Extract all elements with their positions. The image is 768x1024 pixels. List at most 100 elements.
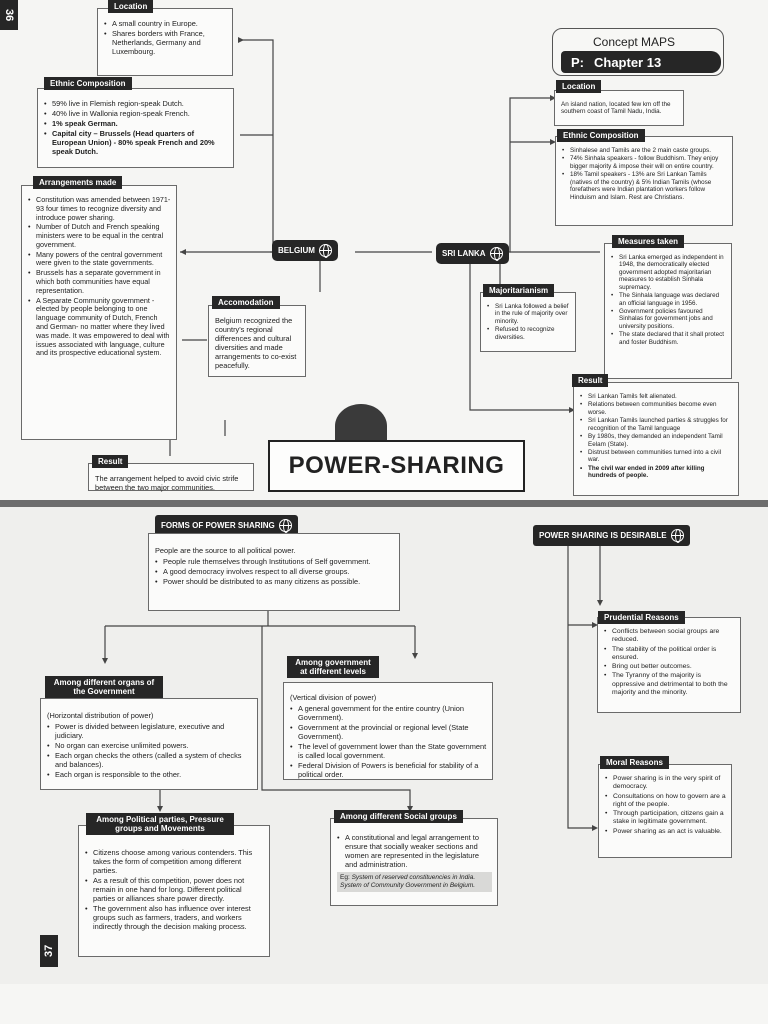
srilanka-location-text: An island nation, located few km off the… — [561, 101, 671, 116]
srilanka-measures-item: The Sinhala language was declared an off… — [611, 292, 726, 307]
globe-icon — [278, 519, 292, 533]
social-example: System of reserved constituencies in Ind… — [351, 874, 476, 882]
forms-node: FORMS OF POWER SHARING — [155, 515, 298, 536]
forms-item: Power should be distributed to as many c… — [155, 577, 394, 586]
social-tag: Among different Social groups — [334, 810, 463, 823]
srilanka-result-item: The civil war ended in 2009 after killin… — [580, 465, 733, 480]
organs-item: No organ can exercise unlimited powers. — [47, 741, 252, 750]
forms-item: People rule themselves through Instituti… — [155, 557, 394, 566]
srilanka-measures-item: Sri Lanka emerged as independent in 1948… — [611, 254, 726, 291]
srilanka-result-item: Distrust between communities turned into… — [580, 449, 733, 464]
levels-tag: Among government at different levels — [287, 656, 379, 679]
srilanka-location-box: An island nation, located few km off the… — [554, 90, 684, 126]
organs-box: (Horizontal distribution of power) Power… — [40, 698, 258, 790]
globe-icon — [489, 247, 503, 261]
belgium-arrangement-item: Brussels has a separate government in wh… — [28, 268, 171, 295]
srilanka-result-item: Sri Lankan Tamils felt alienated. — [580, 393, 733, 401]
moral-tag: Moral Reasons — [600, 756, 669, 769]
parties-item: As a result of this competition, power d… — [85, 876, 264, 903]
page-margin — [0, 984, 768, 1024]
concept-maps-header: Concept MAPS P: Chapter 13 — [552, 28, 724, 76]
srilanka-majoritarianism-tag: Majoritarianism — [483, 284, 555, 297]
belgium-arrangements-tag: Arrangements made — [33, 176, 123, 189]
main-title-box: POWER-SHARING — [268, 440, 525, 492]
forms-item: A good democracy involves respect to all… — [155, 567, 394, 576]
parties-tag: Among Political parties, Pressure groups… — [86, 813, 234, 836]
srilanka-result-item: Relations between communities become eve… — [580, 401, 733, 416]
belgium-ethnic-item: 1% speak German. — [44, 119, 228, 128]
globe-icon — [670, 529, 684, 543]
srilanka-result-item: Sri Lankan Tamils launched parties & str… — [580, 417, 733, 432]
prudential-item: Conflicts between social groups are redu… — [604, 628, 735, 645]
srilanka-location-tag: Location — [556, 80, 602, 93]
moral-item: Power sharing as an act is valuable. — [605, 828, 726, 837]
belgium-result-tag: Result — [92, 455, 129, 468]
prudential-box: Conflicts between social groups are redu… — [597, 617, 741, 713]
srilanka-measures-box: Sri Lanka emerged as independent in 1948… — [604, 243, 732, 379]
levels-box: (Vertical division of power) A general g… — [283, 682, 493, 780]
belgium-accomodation-text: Belgium recognized the country's regiona… — [215, 316, 297, 371]
srilanka-majoritarianism-item: Sri Lanka followed a belief in the rule … — [487, 303, 570, 325]
srilanka-node-label: SRI LANKA — [442, 249, 486, 258]
srilanka-result-box: Sri Lankan Tamils felt alienated. Relati… — [573, 382, 739, 496]
desirable-node: POWER SHARING IS DESIRABLE — [533, 525, 690, 546]
chapter-title: Chapter 13 — [594, 54, 662, 70]
srilanka-majoritarianism-item: Refused to recognize diversities. — [487, 326, 570, 341]
belgium-location-item: Shares borders with France, Netherlands,… — [104, 29, 227, 56]
belgium-ethnic-box: 59% live in Flemish region-speak Dutch. … — [37, 88, 234, 168]
moral-box: Power sharing is in the very spirit of d… — [598, 764, 732, 858]
prudential-item: The stability of the political order is … — [604, 646, 735, 663]
globe-icon — [318, 244, 332, 258]
belgium-ethnic-item: 40% live in Wallonia region-speak French… — [44, 109, 228, 118]
organs-tag: Among different organs of the Government — [45, 676, 163, 699]
srilanka-ethnic-item: 74% Sinhala speakers - follow Buddhism. … — [562, 155, 727, 170]
social-example-label: Eg: — [340, 874, 350, 882]
parties-item: The government also has influence over i… — [85, 904, 264, 931]
organs-heading: (Horizontal distribution of power) — [47, 711, 154, 720]
prudential-tag: Prudential Reasons — [598, 611, 685, 624]
organs-item: Power is divided between legislature, ex… — [47, 722, 252, 740]
belgium-arrangements-box: Constitution was amended between 1971-93… — [21, 185, 177, 440]
belgium-ethnic-tag: Ethnic Composition — [44, 77, 132, 90]
belgium-result-text: The arrangement helped to avoid civic st… — [95, 474, 239, 493]
belgium-location-tag: Location — [108, 0, 154, 13]
parties-item: Citizens choose among various contenders… — [85, 848, 264, 875]
belgium-ethnic-item: 59% live in Flemish region-speak Dutch. — [44, 99, 228, 108]
page-number-bottom: 37 — [40, 935, 58, 967]
belgium-arrangement-item: Number of Dutch and French speaking mini… — [28, 222, 171, 249]
levels-item: Federal Division of Powers is beneficial… — [290, 761, 487, 779]
forms-node-label: FORMS OF POWER SHARING — [161, 521, 275, 530]
srilanka-ethnic-item: 18% Tamil speakers - 13% are Sri Lankan … — [562, 171, 727, 201]
belgium-node: BELGIUM — [272, 240, 338, 261]
page-gutter — [0, 500, 768, 507]
srilanka-ethnic-box: Sinhalese and Tamils are the 2 main cast… — [555, 136, 733, 226]
organs-item: Each organ is responsible to the other. — [47, 770, 252, 779]
chapter-prefix: P: — [571, 54, 584, 70]
desirable-node-label: POWER SHARING IS DESIRABLE — [539, 531, 667, 540]
belgium-arrangement-item: A Separate Community government - electe… — [28, 296, 171, 358]
levels-item: A general government for the entire coun… — [290, 704, 487, 722]
srilanka-measures-tag: Measures taken — [612, 235, 685, 248]
main-title: POWER-SHARING — [288, 452, 505, 479]
srilanka-result-item: By 1980s, they demanded an independent T… — [580, 433, 733, 448]
social-example: System of Community Government in Belgiu… — [340, 881, 476, 889]
concept-maps-label: Concept MAPS — [593, 35, 676, 49]
chapter-banner: P: Chapter 13 — [561, 51, 721, 73]
organs-item: Each organ checks the others (called a s… — [47, 751, 252, 769]
belgium-arrangement-item: Many powers of the central government we… — [28, 250, 171, 269]
srilanka-ethnic-tag: Ethnic Composition — [557, 129, 645, 142]
moral-item: Through participation, citizens gain a s… — [605, 810, 726, 827]
parties-box: Citizens choose among various contenders… — [78, 825, 270, 957]
belgium-accomodation-tag: Accomodation — [212, 296, 280, 309]
srilanka-measures-item: Government policies favoured Sinhalas fo… — [611, 308, 726, 330]
page-number-top: 36 — [0, 0, 18, 30]
forms-intro-box: People are the source to all political p… — [148, 533, 400, 611]
social-item: A constitutional and legal arrangement t… — [337, 833, 492, 869]
moral-item: Consultations on how to govern are a rig… — [605, 793, 726, 810]
belgium-arrangement-item: Constitution was amended between 1971-93… — [28, 195, 171, 222]
srilanka-node: SRI LANKA — [436, 243, 509, 264]
prudential-item: The Tyranny of the majority is oppressiv… — [604, 672, 735, 697]
srilanka-result-tag: Result — [572, 374, 609, 387]
srilanka-majoritarianism-box: Sri Lanka followed a belief in the rule … — [480, 292, 576, 352]
social-examples: Eg: System of reserved constituencies in… — [337, 872, 492, 892]
